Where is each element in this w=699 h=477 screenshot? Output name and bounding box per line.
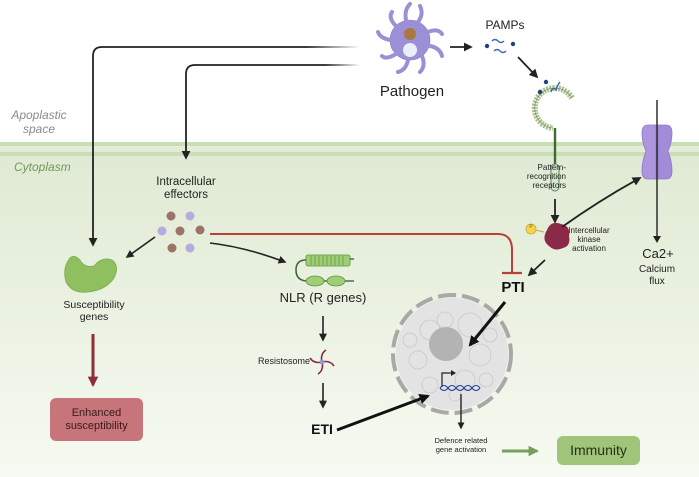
pamps-label: PAMPs	[485, 18, 525, 32]
arrow-kinase-to-calcium-channel	[561, 177, 642, 228]
eti-label: ETI	[311, 421, 333, 437]
calcium-line1: Calcium	[638, 264, 676, 275]
calcium-ion-label: Ca2+	[642, 246, 674, 261]
defence-line2: gene activation	[435, 444, 487, 454]
calcium-channel-icon	[641, 100, 673, 238]
calcium-line2: flux	[649, 275, 665, 287]
nlr-icon	[295, 254, 354, 287]
effectors-icon	[157, 211, 205, 253]
apoplast-region	[0, 0, 699, 142]
susceptibility-genes-label: Susceptibility genes	[50, 299, 138, 323]
susceptibility-line2: genes	[79, 311, 109, 324]
pathogen-icon	[376, 2, 444, 74]
kinase-line1: Intercellular	[568, 226, 610, 235]
prr-line2: recognition	[526, 172, 566, 182]
calcium-arrowhead	[653, 236, 661, 243]
phosphate-icon	[525, 223, 537, 235]
effectors-label: Intracellular effectors	[140, 176, 232, 202]
membrane-outer	[0, 142, 699, 146]
enhanced-line2: susceptibility	[65, 419, 128, 432]
nlr-label: NLR (R genes)	[279, 290, 367, 305]
dna-icon	[439, 384, 481, 392]
nucleolus	[429, 327, 463, 361]
pti-label: PTI	[501, 279, 525, 296]
kinase-line2: kinase	[577, 235, 601, 245]
pathogen-nucleus	[404, 28, 416, 40]
arrow-pti-to-nucleus	[468, 301, 507, 347]
pathogen-vacuole	[403, 43, 417, 57]
phosphate-label: P	[529, 224, 533, 230]
arrow-pathogen-to-susceptibility	[88, 46, 360, 247]
transcription-start-icon	[441, 372, 452, 387]
prr-line1: Pattern-	[537, 163, 566, 172]
enhanced-susceptibility-box: Enhanced susceptibility	[50, 398, 143, 441]
membrane-middle	[0, 146, 699, 152]
kinase-line3: activation	[572, 244, 606, 254]
calcium-flux-label: Calcium flux	[632, 264, 682, 287]
apoplastic-space-label: Apoplastic space	[8, 108, 70, 137]
immunity-box: Immunity	[557, 436, 640, 465]
pamps-icon	[484, 38, 516, 54]
arrow-pathogen-to-effectors	[181, 64, 360, 160]
pattern-recognition-receptor-icon	[531, 79, 575, 192]
kinase-icon	[525, 222, 570, 250]
nucleus-icon	[391, 293, 513, 415]
arrow-effectors-to-susceptibility	[125, 236, 156, 258]
effectors-line1: Intracellular	[156, 176, 216, 188]
susceptibility-gene-icon	[64, 256, 117, 293]
kinase-label: Intercellular kinase activation	[563, 226, 615, 254]
resistosome-label: Resistosome	[257, 356, 310, 366]
defence-gene-activation-label: Defence related gene activation	[420, 436, 502, 454]
arrow-pamps-to-receptor	[517, 56, 539, 79]
enhanced-line1: Enhanced	[71, 406, 122, 419]
apoplastic-line2: space	[22, 122, 56, 137]
membrane-inner	[0, 152, 699, 156]
susceptibility-line1: Susceptibility	[63, 299, 125, 311]
effectors-line2: effectors	[164, 189, 208, 202]
pathogen-label: Pathogen	[379, 83, 445, 100]
resistosome-icon	[309, 349, 335, 375]
arrow-eti-to-nucleus	[336, 394, 430, 432]
cytoplasm-label: Cytoplasm	[14, 160, 71, 174]
arrow-kinase-to-pti	[527, 259, 546, 277]
defence-line1: Defence related	[434, 436, 488, 445]
inhibit-line-effectors-to-pti	[210, 233, 513, 272]
apoplastic-line1: Apoplastic	[11, 108, 67, 122]
arrow-effectors-to-nlr	[209, 242, 287, 264]
prr-label: Pattern- recognition receptors	[510, 163, 566, 191]
prr-line3: receptors	[532, 181, 566, 191]
